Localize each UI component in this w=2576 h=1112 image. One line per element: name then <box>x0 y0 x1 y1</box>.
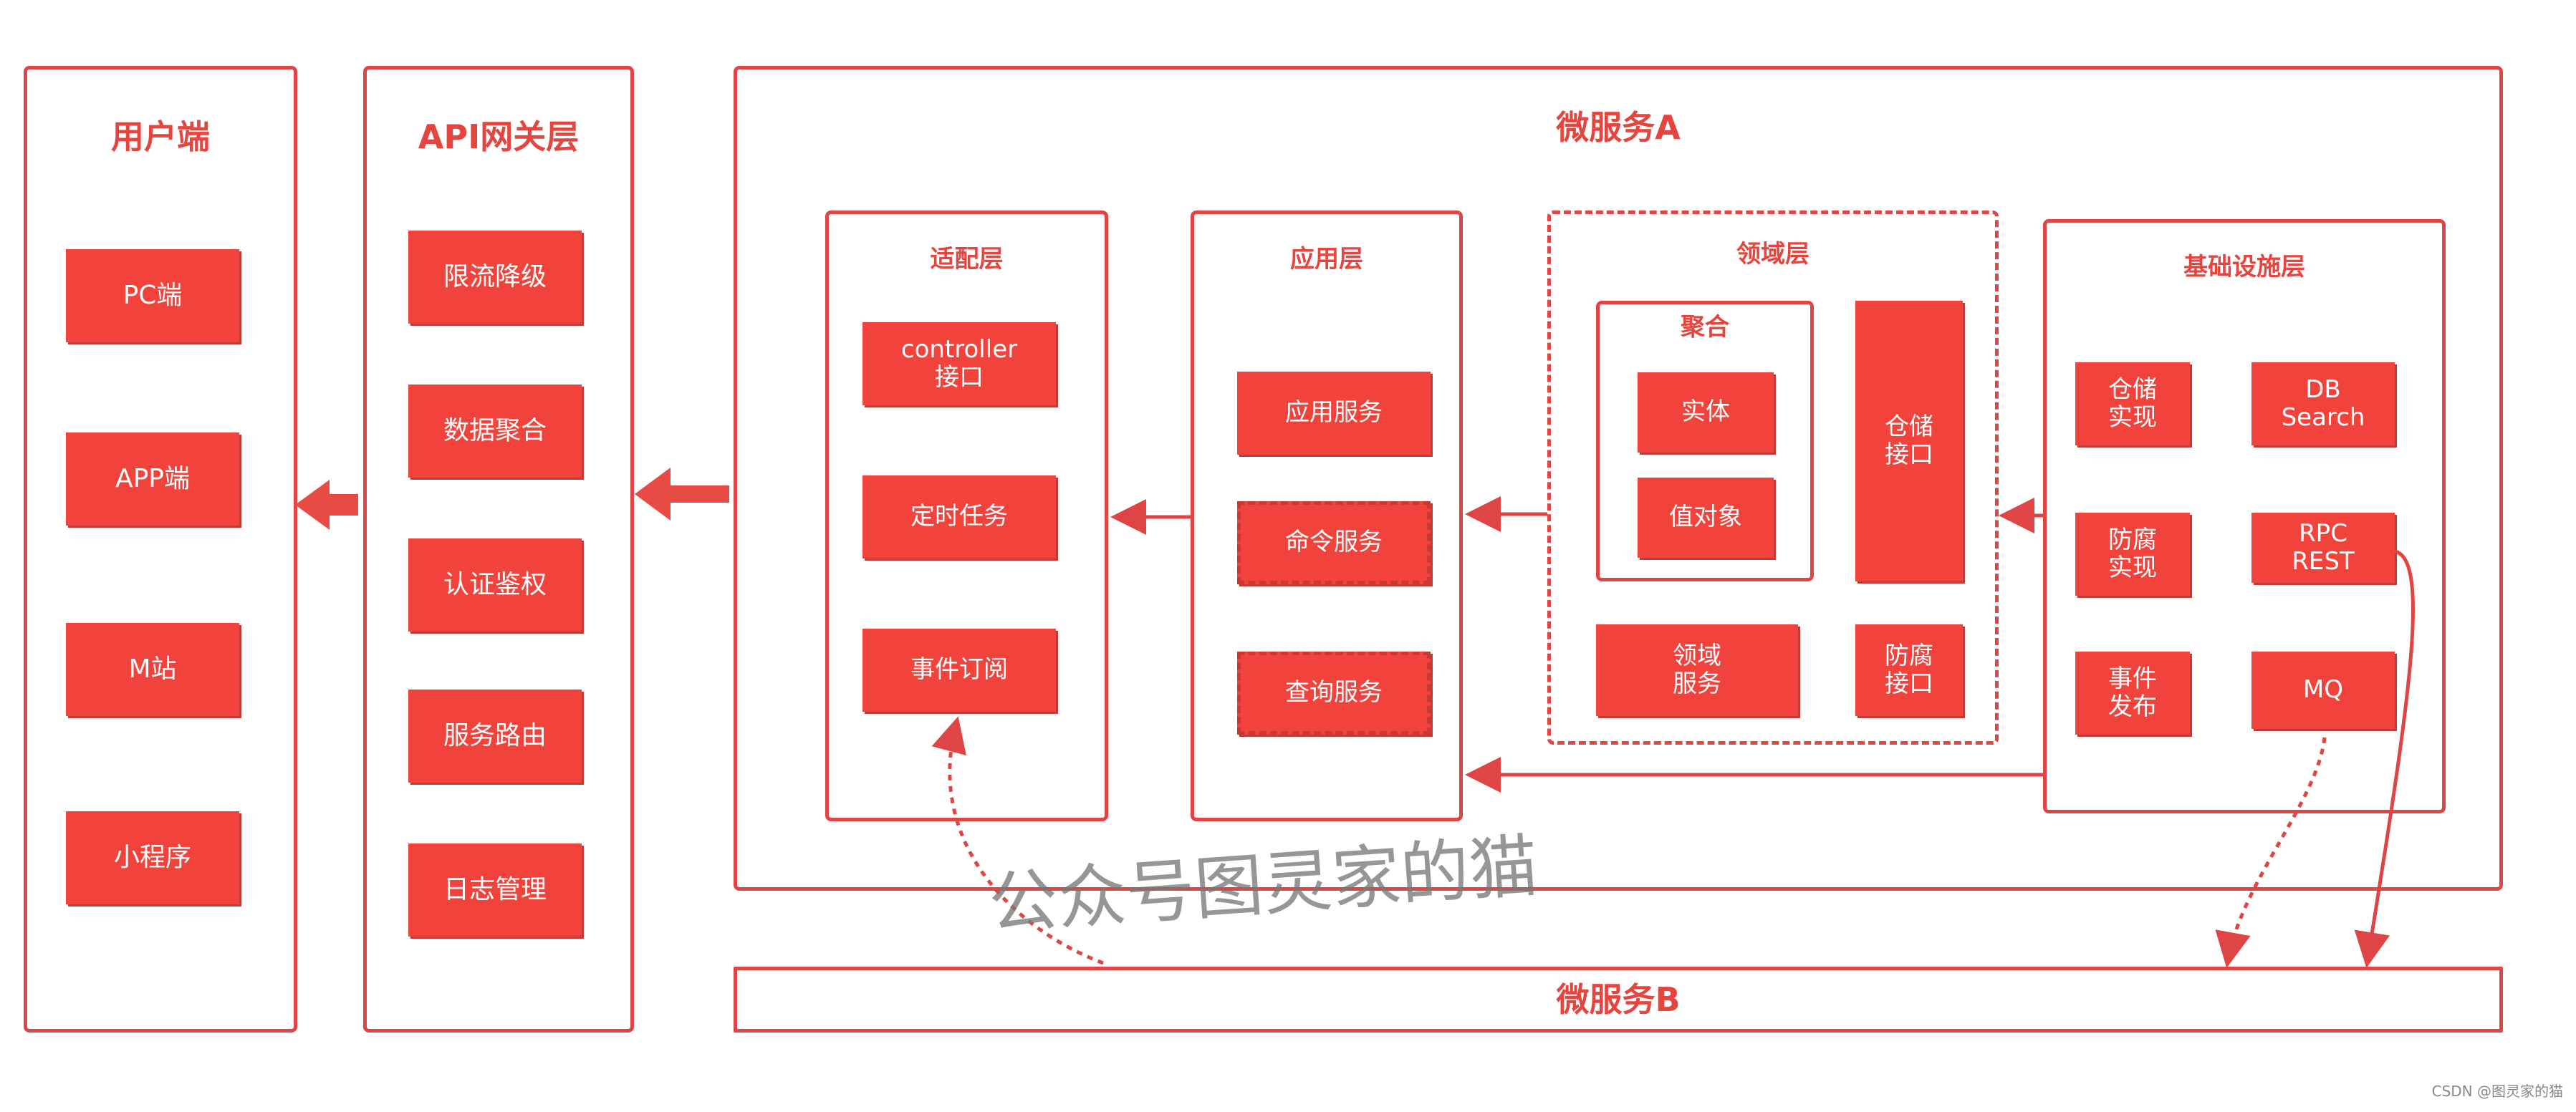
repository-interface: 仓储 接口 <box>1855 301 1963 581</box>
user-side-pc: PC端 <box>66 249 239 342</box>
application-layer-title: 应用层 <box>1290 245 1363 274</box>
user-side-mini-program: 小程序 <box>66 811 239 904</box>
event-publishing: 事件 发布 <box>2075 652 2190 735</box>
gateway-log-management: 日志管理 <box>408 843 582 937</box>
application-service: 应用服务 <box>1237 372 1431 455</box>
db-search: DB Search <box>2251 362 2395 445</box>
aggregate-value-object: 值对象 <box>1638 478 1774 558</box>
arrow-gateway-to-user <box>295 480 358 530</box>
gateway-authentication: 认证鉴权 <box>408 538 582 632</box>
arrow-service-to-gateway <box>635 468 729 521</box>
infrastructure-layer-title: 基础设施层 <box>2183 253 2305 281</box>
user-side-m-site: M站 <box>66 623 239 716</box>
microservice-b-panel <box>734 967 2503 1033</box>
adapter-scheduled-task: 定时任务 <box>862 475 1056 559</box>
domain-layer-title: 领域层 <box>1736 240 1810 269</box>
gateway-data-aggregation: 数据聚合 <box>408 385 582 478</box>
gateway-service-routing: 服务路由 <box>408 690 582 783</box>
user-side-title: 用户端 <box>111 117 210 156</box>
adapter-layer-title: 适配层 <box>930 245 1004 274</box>
gateway-title: API网关层 <box>418 117 580 156</box>
csdn-credit: CSDN @图灵家的猫 <box>2431 1083 2563 1100</box>
aggregate-entity: 实体 <box>1638 372 1774 453</box>
domain-service: 领域 服务 <box>1596 624 1798 716</box>
repository-implementation: 仓储 实现 <box>2075 362 2190 445</box>
aggregate-title: 聚合 <box>1681 313 1729 342</box>
gateway-rate-limit: 限流降级 <box>408 231 582 324</box>
user-side-app: APP端 <box>66 432 239 526</box>
rpc-rest: RPC REST <box>2251 513 2395 583</box>
query-service: 查询服务 <box>1237 652 1431 735</box>
adapter-controller: controller 接口 <box>862 322 1056 405</box>
command-service: 命令服务 <box>1237 501 1431 584</box>
microservice-a-title: 微服务A <box>1556 108 1681 147</box>
anticorruption-implementation: 防腐 实现 <box>2075 513 2190 596</box>
anticorruption-interface: 防腐 接口 <box>1855 624 1963 716</box>
mq: MQ <box>2251 652 2395 729</box>
microservice-b-title: 微服务B <box>1556 980 1681 1019</box>
adapter-event-subscription: 事件订阅 <box>862 629 1056 712</box>
